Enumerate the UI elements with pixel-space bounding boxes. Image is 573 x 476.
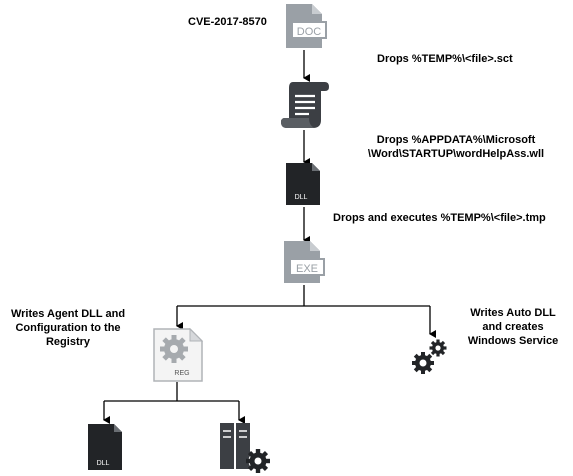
drops-wll-line2: \Word\STARTUP\wordHelpAss.wll — [367, 148, 545, 160]
writes-agent-line1: Writes Agent DLL and — [10, 308, 126, 320]
drops-wll-line1: Drops %APPDATA%\Microsoft — [376, 134, 536, 146]
exe-icon-text: EXE — [296, 263, 318, 275]
doc-icon-text: DOC — [297, 26, 322, 38]
server-config-icon — [220, 423, 270, 473]
writes-auto-line1: Writes Auto DLL — [470, 307, 556, 319]
reg-icon-text: REG — [174, 370, 189, 377]
writes-auto-label: Writes Auto DLL and creates Windows Serv… — [455, 306, 571, 348]
writes-auto-line3: Windows Service — [467, 335, 559, 347]
doc-file-icon: DOC — [286, 4, 327, 48]
exe-file-icon: EXE — [284, 241, 325, 283]
cve-label: CVE-2017-8570 — [188, 16, 267, 28]
scroll-script-icon — [281, 82, 329, 128]
writes-agent-line2: Configuration to the — [15, 322, 121, 334]
dll-bottom-icon-text: DLL — [97, 460, 110, 467]
dll-icon-text: DLL — [295, 194, 308, 201]
registry-file-icon: REG — [153, 327, 204, 382]
drops-exec-tmp-label: Drops and executes %TEMP%\<file>.tmp — [333, 212, 546, 224]
dll-file-icon: DLL — [286, 163, 320, 205]
gears-service-icon — [412, 339, 447, 374]
writes-agent-line3: Registry — [45, 336, 91, 348]
drops-wll-label: Drops %APPDATA%\Microsoft \Word\STARTUP\… — [340, 133, 572, 161]
writes-agent-label: Writes Agent DLL and Configuration to th… — [0, 307, 136, 349]
drops-sct-label: Drops %TEMP%\<file>.sct — [377, 53, 513, 65]
writes-auto-line2: and creates — [482, 321, 544, 333]
agent-dll-file-icon: DLL — [88, 424, 122, 470]
